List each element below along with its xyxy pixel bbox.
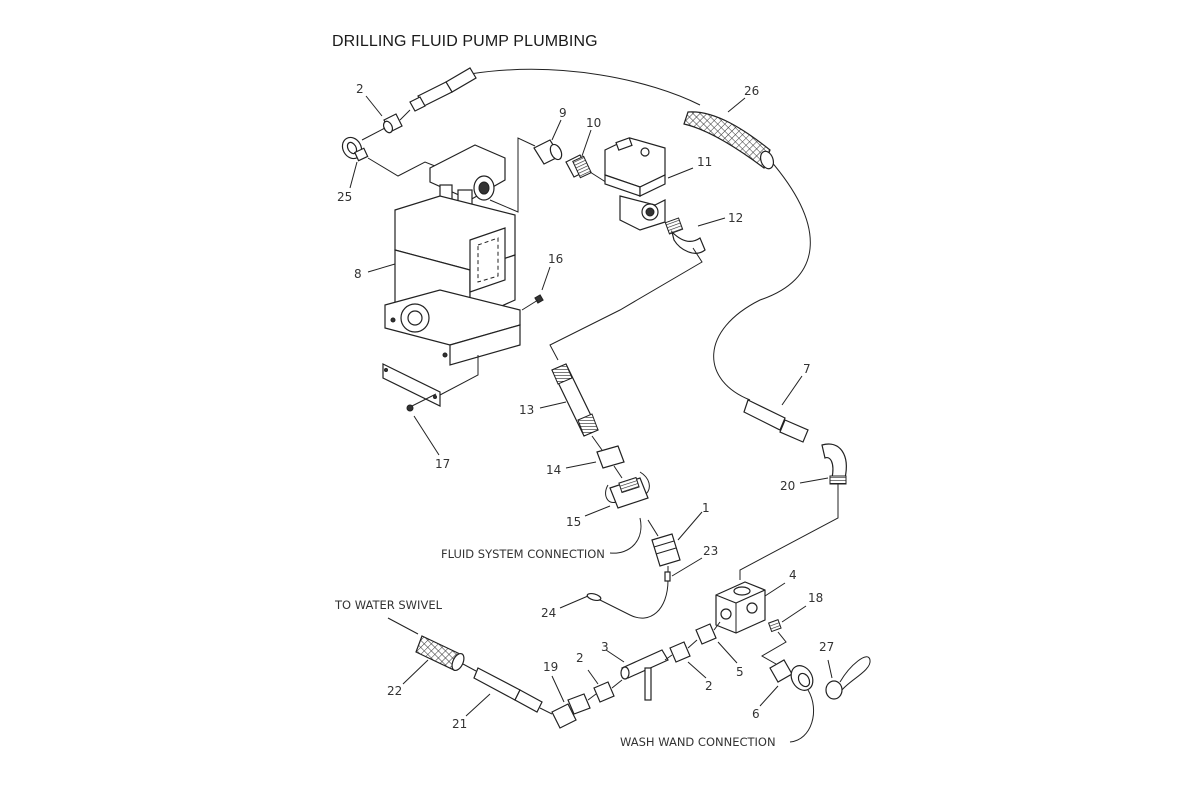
part-17-plate — [382, 363, 441, 412]
callout-21: 21 — [452, 717, 467, 731]
part-23-clip — [664, 571, 671, 582]
connector-line — [539, 707, 553, 715]
connector-line — [761, 631, 787, 665]
connector-line — [591, 435, 603, 451]
callout-4: 4 — [789, 568, 797, 582]
lanyard-loop — [586, 592, 602, 602]
diagram-title: DRILLING FLUID PUMP PLUMBING — [332, 33, 598, 50]
connector-line — [549, 247, 703, 361]
part-1-dust-cap — [651, 533, 681, 567]
part-2-nipple-left — [593, 681, 615, 703]
callout-18: 18 — [808, 591, 823, 605]
callout-3: 3 — [601, 640, 609, 654]
callout-23: 23 — [703, 544, 718, 558]
part-24-lanyard — [599, 566, 669, 619]
callout-25: 25 — [337, 190, 352, 204]
connector-line — [613, 465, 623, 479]
part-7-hose-end — [743, 399, 809, 443]
callout-11: 11 — [697, 155, 712, 169]
connector-line — [713, 621, 721, 631]
connector-line — [664, 654, 673, 661]
callout-17: 17 — [435, 457, 450, 471]
callout-19: 19 — [543, 660, 558, 674]
callout-13: 13 — [519, 403, 534, 417]
callout-22: 22 — [387, 684, 402, 698]
part-2-nipple-top — [382, 113, 403, 134]
connector-line — [367, 157, 441, 177]
callout-27: 27 — [819, 640, 834, 654]
callout-16: 16 — [548, 252, 563, 266]
part-12-elbow — [664, 217, 706, 254]
fluid-connection-leader — [609, 517, 642, 554]
part-20-elbow — [821, 443, 847, 485]
part-27-cap — [825, 656, 871, 700]
part-5-bushing — [695, 623, 717, 645]
water-swivel-leader — [387, 617, 419, 635]
callout-14: 14 — [546, 463, 561, 477]
callout-7: 7 — [803, 362, 811, 376]
annotation-to-water-swivel: TO WATER SWIVEL — [334, 598, 443, 612]
leader-lines — [349, 95, 833, 717]
part-4-manifold-block — [715, 581, 766, 634]
callout-15: 15 — [566, 515, 581, 529]
callout-2-left: 2 — [576, 651, 584, 665]
part-19-elbow — [551, 693, 591, 729]
connector-line — [647, 519, 659, 537]
part-21-hose-end — [473, 667, 543, 713]
part-18-plug — [767, 618, 782, 633]
part-2-nipple-right — [669, 641, 691, 663]
connector-line — [462, 663, 477, 672]
wash-wand-leader — [789, 689, 815, 743]
part-13-pipe — [551, 363, 599, 437]
annotation-wash-wand-connection: WASH WAND CONNECTION — [620, 735, 776, 749]
connector-line — [687, 639, 698, 649]
callout-6: 6 — [752, 707, 760, 721]
callout-9: 9 — [559, 106, 567, 120]
connector-line — [399, 109, 411, 121]
part-14-collar — [596, 445, 625, 469]
part-8-pump — [384, 144, 521, 366]
hose-line-right — [713, 159, 811, 401]
part-6-quick-coupler — [769, 659, 814, 691]
connector-line — [361, 127, 386, 141]
callout-20: 20 — [780, 479, 795, 493]
connector-line — [587, 693, 597, 701]
connector-line — [439, 355, 479, 396]
callout-1: 1 — [702, 501, 710, 515]
connector-line — [611, 679, 623, 689]
connector-line — [739, 484, 839, 580]
hose-line-upper — [469, 68, 701, 106]
part-11-valve-actuator — [604, 137, 666, 231]
annotation-fluid-system-connection: FLUID SYSTEM CONNECTION — [441, 547, 605, 561]
part-16-bolt — [521, 294, 544, 311]
callout-8: 8 — [354, 267, 362, 281]
part-25-elbow — [341, 136, 369, 162]
callout-26: 26 — [744, 84, 759, 98]
callout-5: 5 — [736, 665, 744, 679]
part-15-camlock — [605, 471, 650, 509]
part-3-tee — [620, 649, 669, 701]
part-9-coupling — [533, 139, 563, 165]
callout-2: 2 — [356, 82, 364, 96]
callout-10: 10 — [586, 116, 601, 130]
callout-24: 24 — [541, 606, 556, 620]
part-22-hose-sleeve — [415, 635, 465, 672]
callout-2-right: 2 — [705, 679, 713, 693]
hose-crimp-fitting-top — [409, 67, 477, 112]
connector-line — [489, 137, 536, 213]
part-26-hose-sleeve — [683, 111, 775, 170]
callout-12: 12 — [728, 211, 743, 225]
part-10-union — [565, 154, 592, 179]
